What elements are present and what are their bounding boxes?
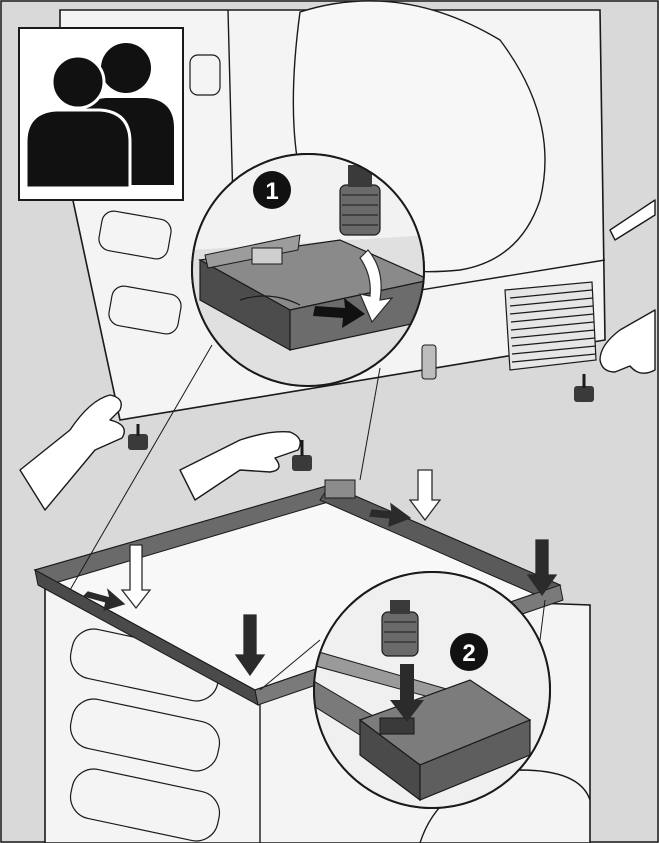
step-number-1: 1 [265, 178, 278, 205]
down-arrow-icon [358, 249, 394, 324]
step-badge-2: 2 [450, 633, 488, 671]
down-arrow-icon [390, 664, 424, 722]
step-number-2: 2 [462, 640, 475, 667]
slide-arrow-icon [313, 298, 365, 328]
down-arrow-icon [234, 614, 266, 677]
down-arrow-icon [408, 469, 442, 522]
callout-step-1: 1 [191, 153, 425, 387]
insert-arrows [82, 469, 558, 677]
appliance-feet [128, 374, 594, 471]
step-badge-1: 1 [253, 171, 291, 209]
down-arrow-icon [120, 544, 152, 610]
vent-grille [504, 281, 597, 371]
slide-arrow-icon [369, 502, 412, 527]
down-arrow-icon [526, 539, 558, 597]
foot-screw [381, 600, 419, 657]
callout-step-2: 2 [313, 571, 551, 809]
lifting-hands [19, 199, 656, 511]
two-persons-icon [18, 27, 184, 201]
slide-arrow-icon [82, 588, 126, 611]
callout-leaders [69, 344, 546, 691]
